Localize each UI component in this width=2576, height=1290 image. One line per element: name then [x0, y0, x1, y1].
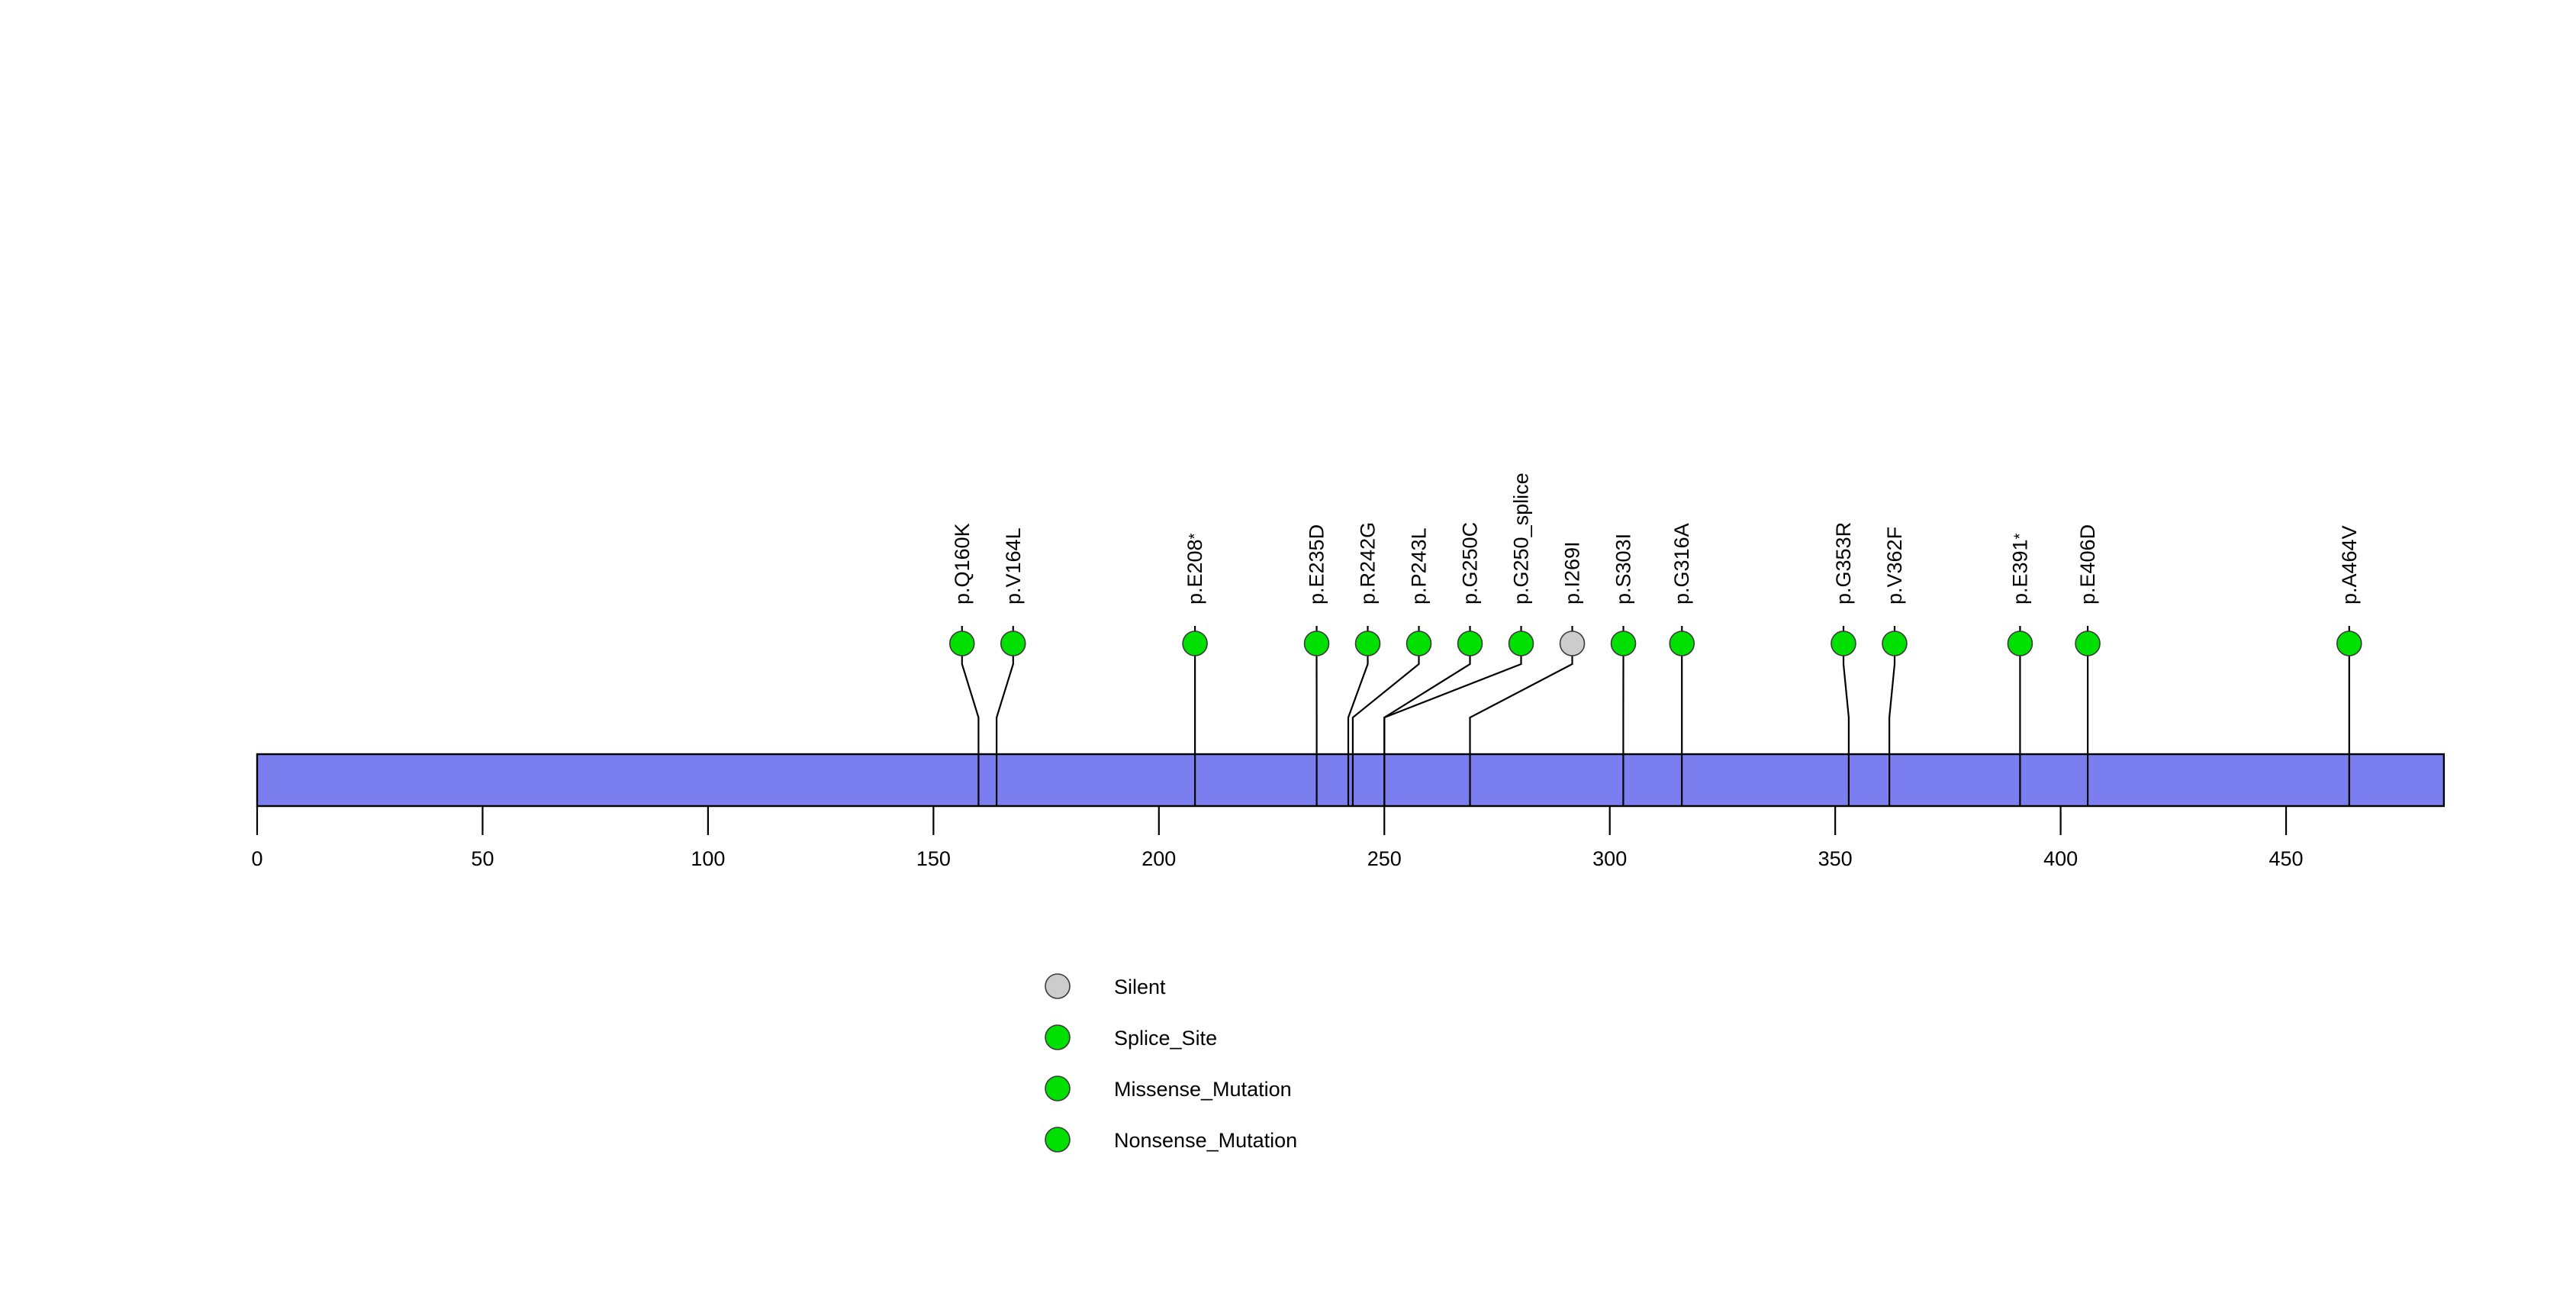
- legend-label: Nonsense_Mutation: [1114, 1129, 1297, 1152]
- legend-label: Splice_Site: [1114, 1027, 1217, 1050]
- lollipop-head[interactable]: [1669, 630, 1695, 656]
- mutation-label: p.I269I: [1561, 541, 1584, 605]
- axis-tick-label: 0: [251, 847, 262, 870]
- lollipop-head[interactable]: [2075, 630, 2101, 656]
- mutation-label: p.G250C: [1459, 522, 1482, 605]
- mutation-label: p.A464V: [2338, 525, 2361, 605]
- axis-tick-label: 250: [1367, 847, 1402, 870]
- lollipop-head[interactable]: [1303, 630, 1330, 656]
- lollipop-head[interactable]: [2336, 630, 2362, 656]
- legend-label: Silent: [1114, 976, 1166, 998]
- mutation-label: p.R242G: [1357, 522, 1380, 605]
- legend-swatch-splice-site[interactable]: [1045, 1024, 1071, 1050]
- mutation-label: p.V164L: [1002, 527, 1025, 605]
- lollipop-head[interactable]: [1610, 630, 1637, 656]
- axis-tick-label: 50: [471, 847, 494, 870]
- lollipop-stem: [1469, 654, 1573, 806]
- mutation-label: p.E406D: [2076, 524, 2099, 605]
- legend-swatch-missense-mutation[interactable]: [1045, 1076, 1071, 1101]
- lollipop-head[interactable]: [1882, 630, 1908, 656]
- mutation-label: p.E235D: [1306, 524, 1328, 605]
- lollipop-head[interactable]: [1508, 630, 1534, 656]
- mutation-label: p.Q160K: [951, 523, 974, 605]
- axis-tick-label: 400: [2043, 847, 2078, 870]
- mutation-label: p.G250_splice: [1510, 472, 1533, 605]
- axis-tick-label: 450: [2269, 847, 2304, 870]
- lollipop-stem: [1889, 654, 1896, 806]
- lollipop-labels: p.Q160K p.V164L p.E208* p.E235D p.R242G p.P24…: [951, 472, 2361, 605]
- lollipop-stem: [996, 654, 1014, 806]
- lollipop-head[interactable]: [1354, 630, 1381, 656]
- lollipop-head[interactable]: [1182, 630, 1208, 656]
- axis-tick-label: 150: [916, 847, 951, 870]
- lollipop-head[interactable]: [2007, 630, 2033, 656]
- mutation-label: p.V362F: [1883, 527, 1906, 605]
- mutation-label: p.G316A: [1670, 523, 1693, 605]
- axis-tick-label: 200: [1141, 847, 1176, 870]
- lollipop-stems: [961, 626, 2350, 806]
- lollipop-stem: [1842, 654, 1850, 806]
- mutation-label: p.E208*: [1183, 533, 1206, 605]
- legend: SilentSplice_SiteMissense_MutationNonsen…: [1045, 973, 1297, 1153]
- lollipop-stem: [1351, 654, 1420, 806]
- lollipop-stem: [1383, 654, 1522, 806]
- axis-tick-label: 350: [1818, 847, 1853, 870]
- protein-backbone-bar: [256, 753, 2446, 808]
- mutation-label: p.E391*: [2008, 533, 2031, 605]
- lollipop-head[interactable]: [1406, 630, 1432, 656]
- axis-tick-label: 300: [1592, 847, 1627, 870]
- axis-tick-label: 100: [691, 847, 725, 870]
- lollipop-head[interactable]: [1831, 630, 1856, 656]
- mutation-label: p.P243L: [1408, 527, 1431, 605]
- legend-swatch-silent[interactable]: [1045, 973, 1071, 999]
- legend-swatch-nonsense-mutation[interactable]: [1045, 1127, 1071, 1153]
- x-axis: 0 50 100 150 200 250 300 350 400 450: [251, 806, 2304, 870]
- lollipop-head[interactable]: [1457, 630, 1483, 656]
- lollipop-stem: [961, 654, 980, 806]
- lollipop-head[interactable]: [1559, 630, 1586, 656]
- lollipop-head[interactable]: [948, 630, 975, 656]
- legend-label: Missense_Mutation: [1114, 1078, 1292, 1101]
- lollipop-head[interactable]: [1000, 630, 1026, 656]
- lollipop-heads: [948, 630, 2362, 656]
- mutation-label: p.G353R: [1832, 522, 1855, 605]
- lollipop-stem: [1347, 654, 1369, 806]
- mutation-label: p.S303I: [1612, 534, 1635, 605]
